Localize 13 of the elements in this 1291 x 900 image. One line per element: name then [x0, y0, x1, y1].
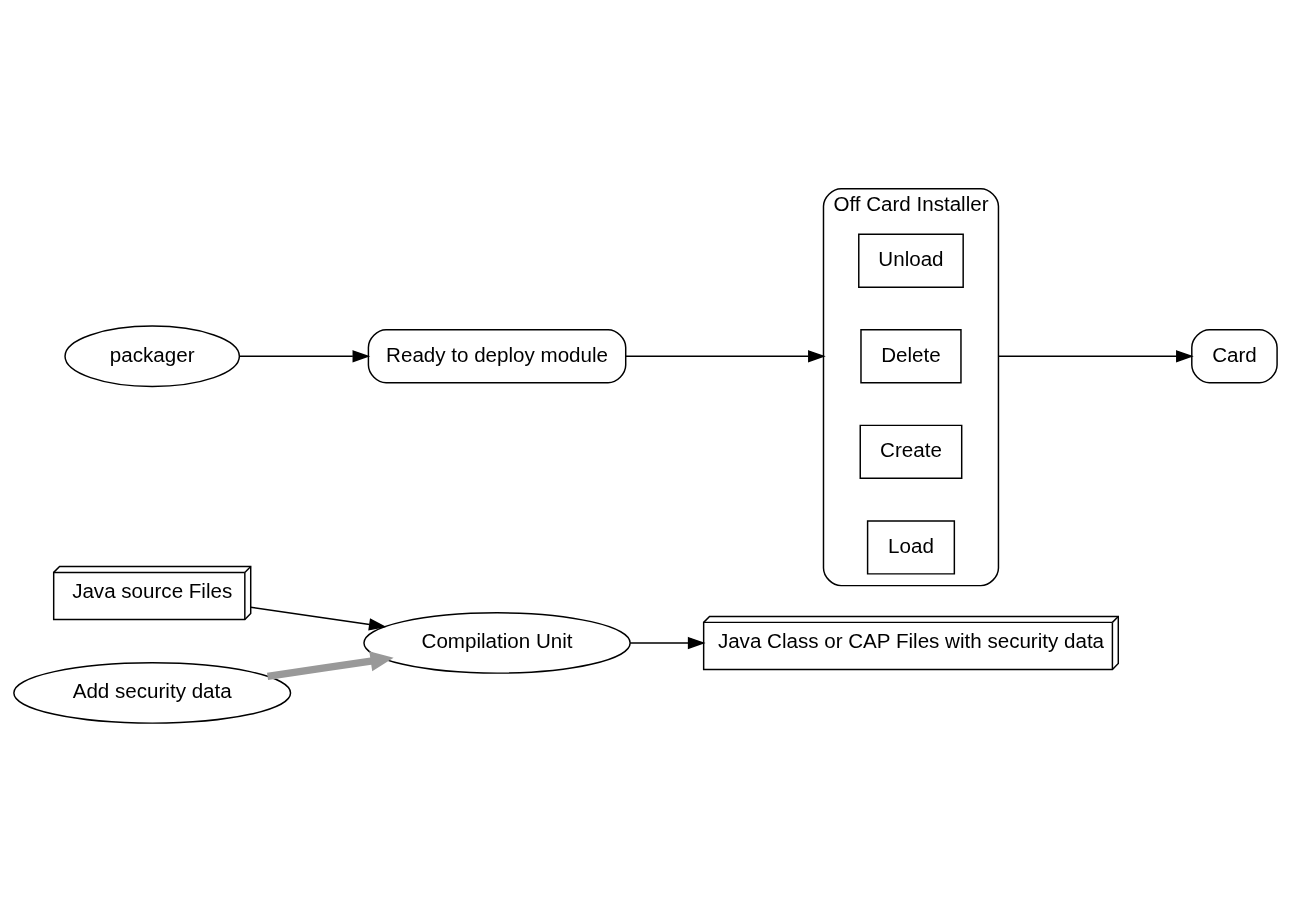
arrow — [997, 350, 1194, 363]
node-ellipse: Add security data — [13, 662, 292, 724]
arrow — [629, 636, 706, 650]
node-box: Ready to deploy module — [367, 329, 627, 384]
node-box: Unload — [858, 233, 964, 288]
node-ellipse: packager — [64, 325, 241, 388]
arrow — [250, 606, 387, 631]
node-box: Create — [859, 424, 963, 480]
node-box: Delete — [860, 329, 962, 384]
node-box: Load — [866, 520, 956, 575]
arrow — [625, 350, 826, 363]
arrow — [239, 350, 371, 363]
node-box: Card — [1191, 329, 1278, 384]
